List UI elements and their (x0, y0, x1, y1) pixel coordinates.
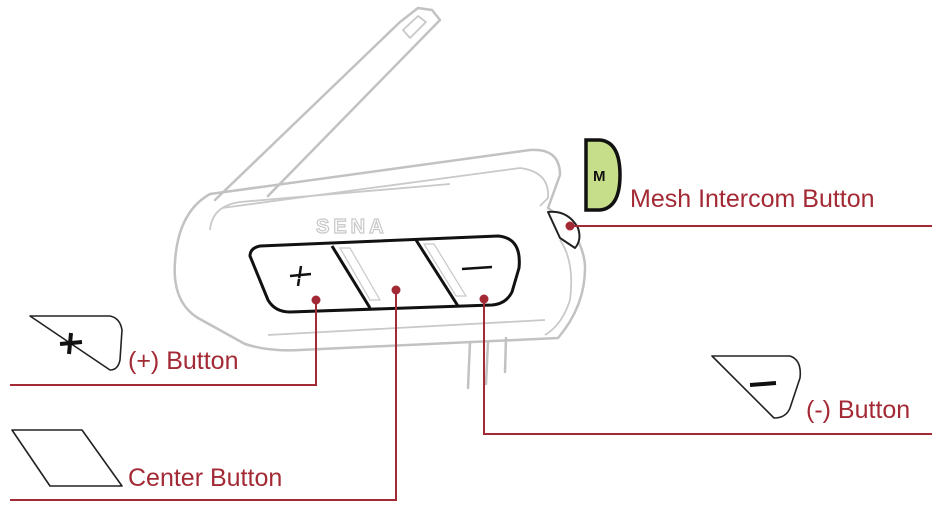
center-button-label: Center Button (128, 464, 282, 492)
minus-leader-line (483, 299, 932, 435)
antenna (213, 6, 442, 202)
leader-lines (10, 221, 932, 501)
plus-button-icon (29, 315, 123, 371)
mesh-intercom-label: Mesh Intercom Button (630, 185, 875, 213)
mesh-button-badge: M (584, 138, 622, 212)
plus-button-label: (+) Button (128, 347, 238, 375)
communicator-device (173, 148, 587, 390)
center-leader-line (10, 290, 397, 501)
minus-button-label: (-) Button (806, 396, 910, 424)
minus-button-icon (711, 355, 802, 419)
plus-leader-line (10, 300, 317, 386)
center-button-icon (11, 429, 123, 487)
brand-logo: SENA (316, 216, 388, 238)
button-panel (248, 234, 521, 314)
mesh-badge-letter: M (593, 168, 606, 185)
device-minus-icon[interactable] (461, 265, 493, 271)
device-plus-icon[interactable] (289, 265, 312, 287)
